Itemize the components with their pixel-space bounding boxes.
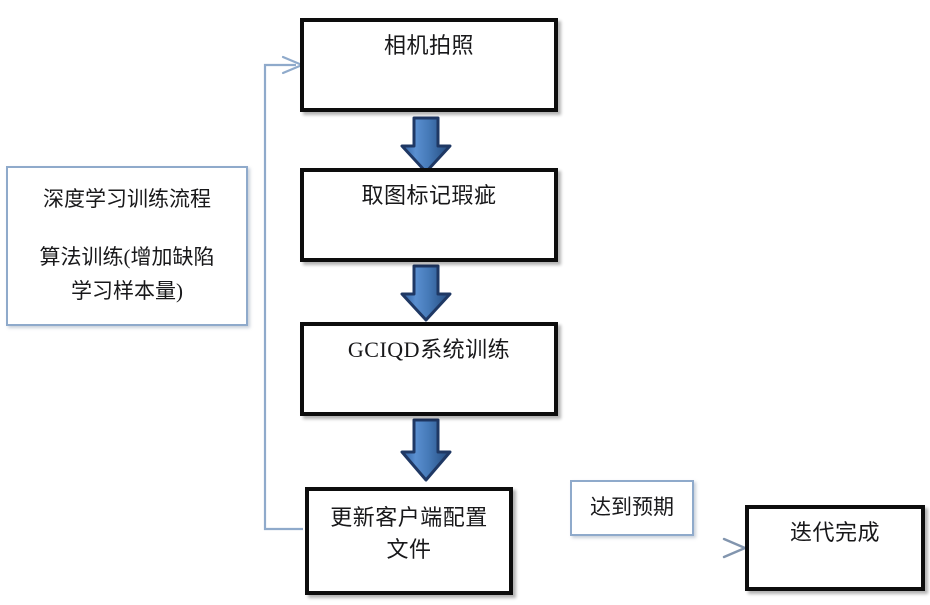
- condition-label-box: 达到预期: [570, 480, 694, 536]
- info-panel-box: 深度学习训练流程 算法训练(增加缺陷 学习样本量): [6, 166, 248, 326]
- process-box-step1-label: 相机拍照: [383, 33, 474, 58]
- process-box-step4-label-line2: 文件: [386, 537, 432, 562]
- condition-label: 达到预期: [590, 495, 674, 519]
- info-panel-detail-line2: 学习样本量): [71, 279, 183, 303]
- process-box-step1[interactable]: 相机拍照: [300, 18, 558, 112]
- process-box-end-label: 迭代完成: [789, 520, 880, 545]
- process-box-step4-label-line1: 更新客户端配置: [330, 505, 488, 530]
- connector-step4-to-end-icon: [512, 537, 747, 559]
- process-box-step3-label: GCIQD系统训练: [347, 337, 511, 362]
- process-box-end[interactable]: 迭代完成: [745, 505, 925, 591]
- connector-feedback-loop-icon: [263, 55, 304, 531]
- arrow-step2-to-step3-icon: [400, 264, 452, 322]
- process-box-step2[interactable]: 取图标记瑕疵: [300, 168, 558, 262]
- process-box-step3[interactable]: GCIQD系统训练: [300, 322, 558, 416]
- arrow-step1-to-step2-icon: [400, 116, 452, 174]
- arrow-step3-to-step4-icon: [400, 418, 452, 482]
- info-panel-detail-line1: 算法训练(增加缺陷: [39, 245, 215, 269]
- process-box-step2-label: 取图标记瑕疵: [361, 183, 497, 208]
- process-box-step4[interactable]: 更新客户端配置 文件: [305, 487, 513, 595]
- info-panel-title: 深度学习训练流程: [43, 187, 211, 211]
